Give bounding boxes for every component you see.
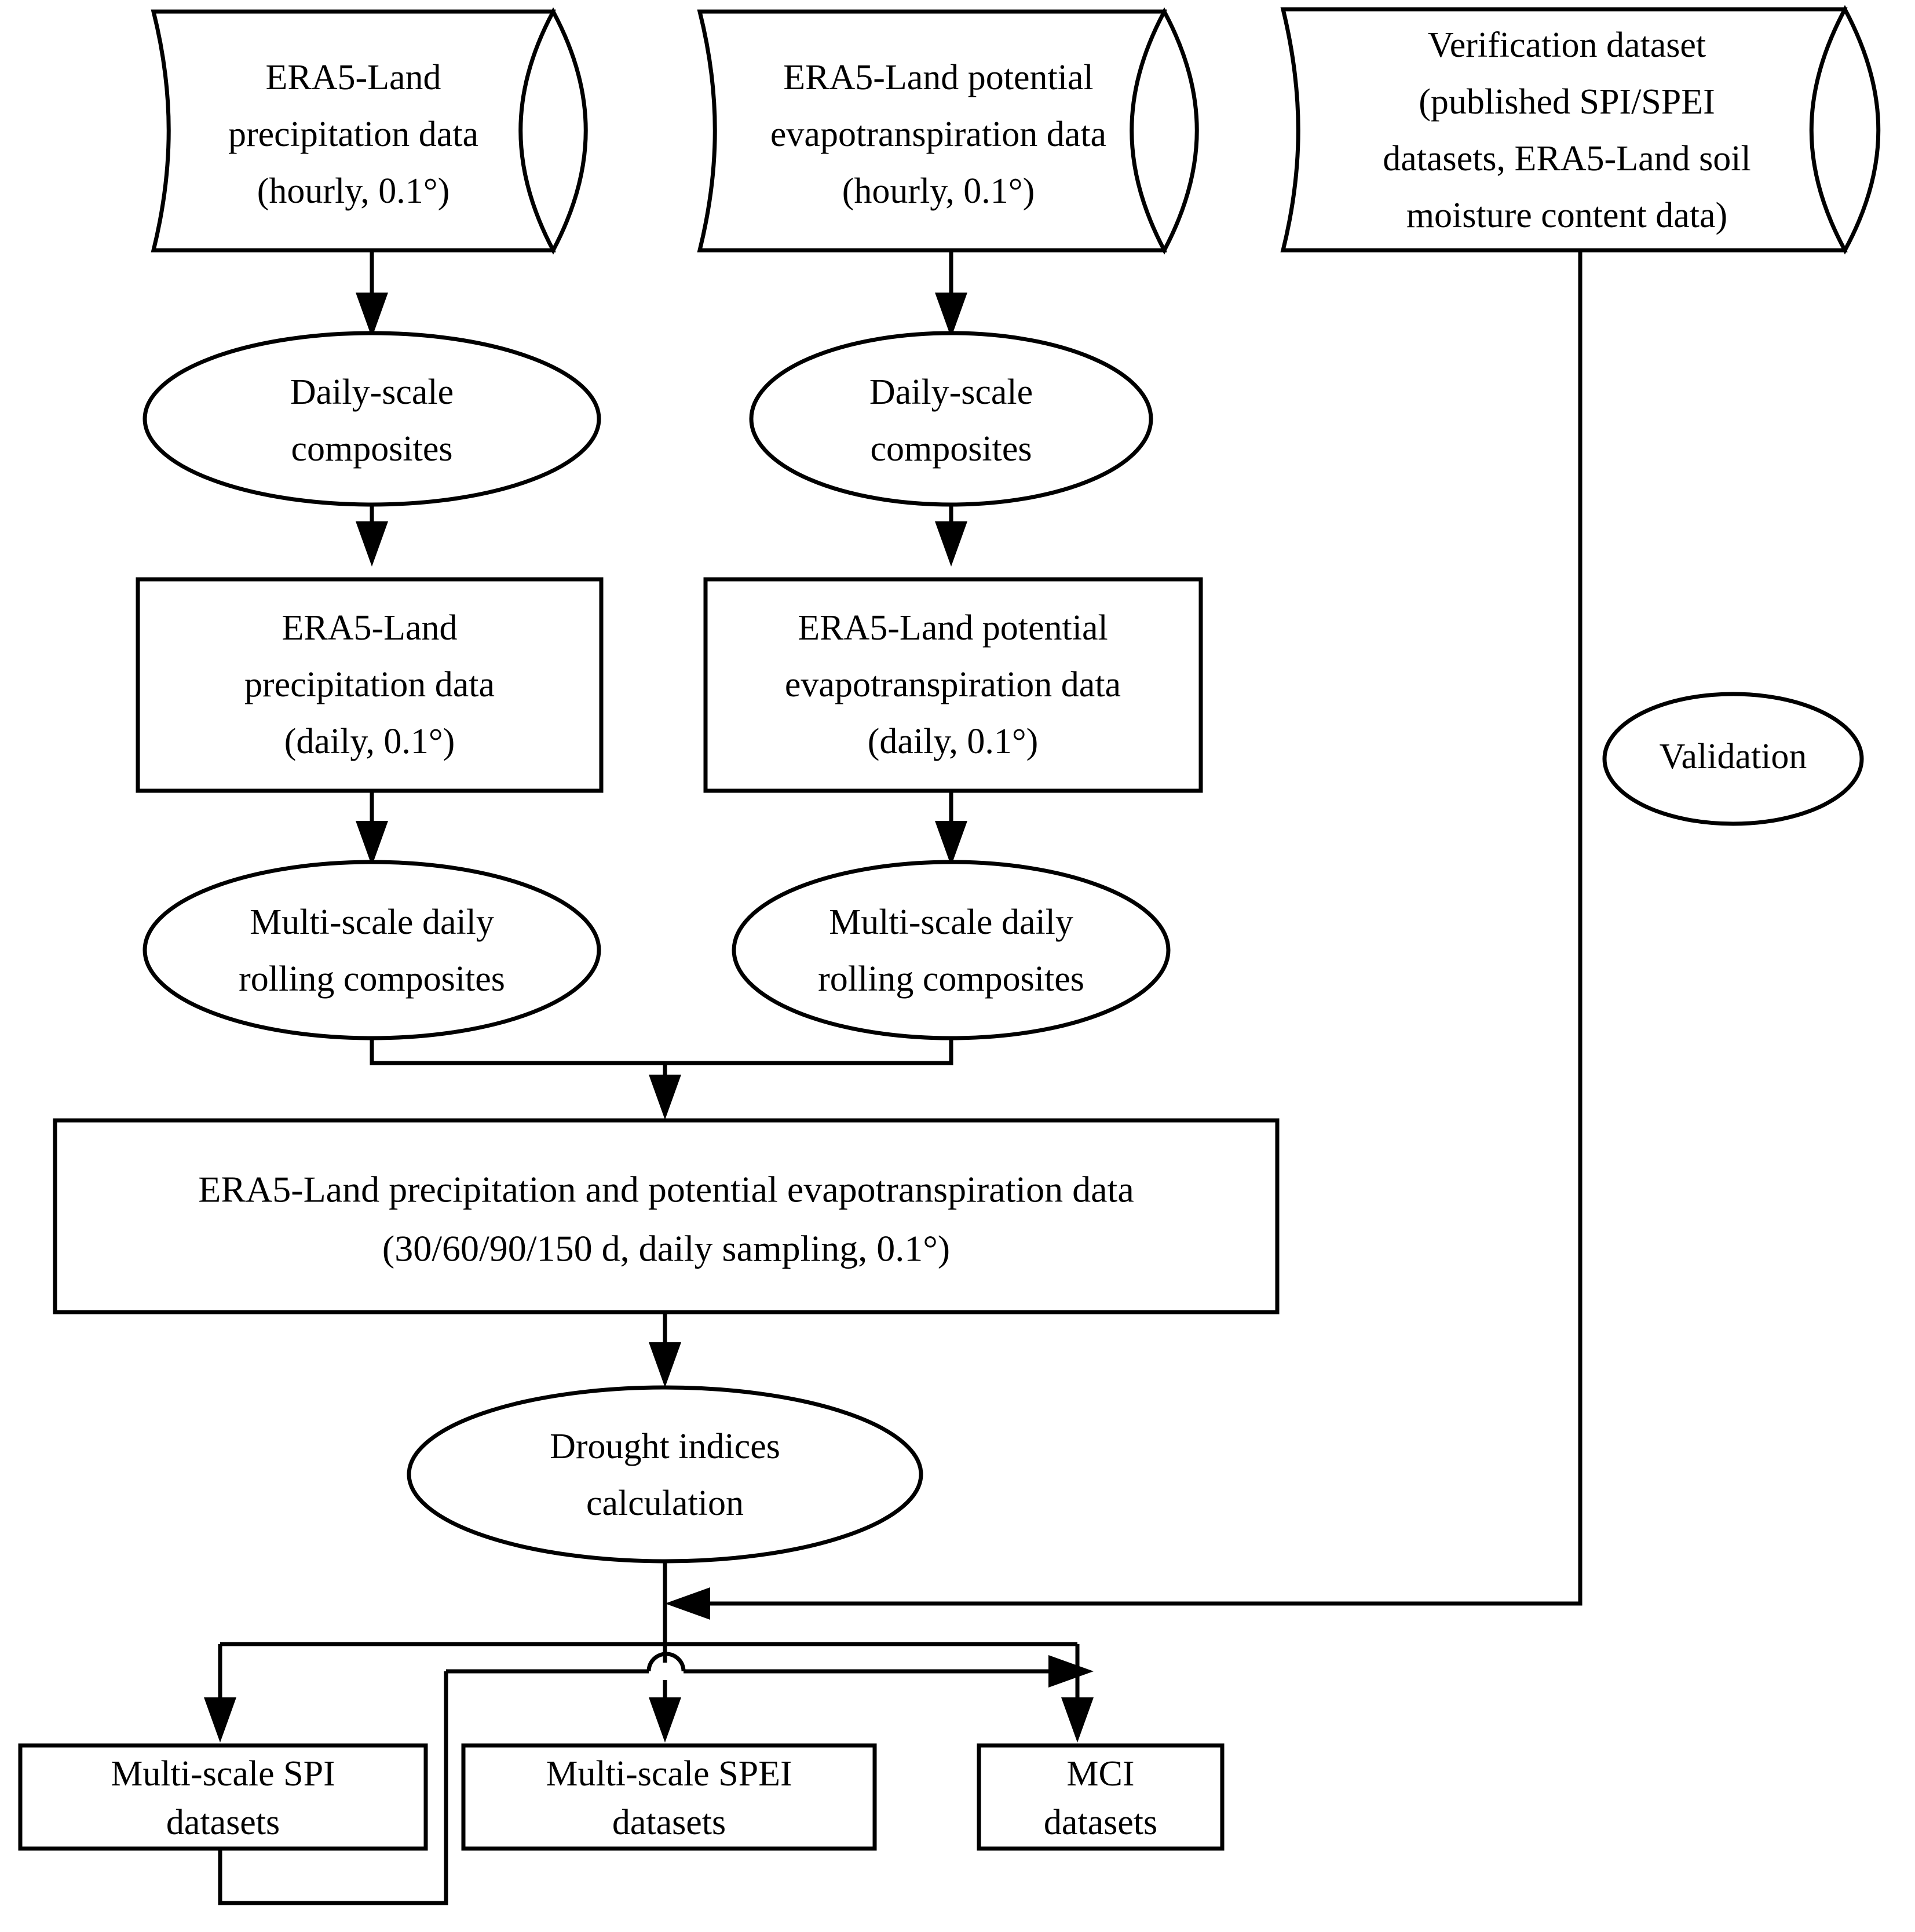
ellipse-rolling-right-line-0: Multi-scale daily (829, 903, 1073, 942)
cylinder-precip-hourly-line-0: ERA5-Land (265, 58, 441, 97)
cylinder-pet-hourly-line-2: (hourly, 0.1°) (842, 171, 1035, 211)
edge-precip-hourly-to-daily-composites (356, 250, 388, 338)
cylinder-precip-hourly-line-2: (hourly, 0.1°) (257, 171, 449, 211)
box-combined-data-line-1: (30/60/90/150 d, daily sampling, 0.1°) (382, 1228, 950, 1269)
box-spi-line-1: datasets (166, 1803, 280, 1842)
node-ellipse-rolling-right: Multi-scale daily rolling composites (732, 860, 1171, 1040)
edge-drought-indices-to-datasets (204, 1642, 1094, 1743)
box-mci-line-0: MCI (1066, 1754, 1134, 1794)
cylinder-pet-hourly-line-0: ERA5-Land potential (783, 58, 1093, 97)
ellipse-daily-composites-right-line-1: composites (871, 429, 1032, 469)
node-box-combined-data: ERA5-Land precipitation and potential ev… (53, 1118, 1280, 1314)
edge-daily-composites-to-precip-daily (356, 504, 388, 567)
edge-pet-hourly-to-daily-composites (935, 250, 967, 338)
cylinder-verification-line-1: (published SPI/SPEI (1419, 82, 1715, 122)
box-pet-daily-line-2: (daily, 0.1°) (868, 722, 1039, 761)
box-combined-data-line-0: ERA5-Land precipitation and potential ev… (198, 1169, 1134, 1210)
ellipse-daily-composites-left-line-0: Daily-scale (290, 372, 454, 412)
node-cylinder-pet-hourly: ERA5-Land potential evapotranspiration d… (697, 7, 1199, 255)
edge-drought-indices-stem (649, 1558, 681, 1743)
ellipse-daily-composites-right-line-0: Daily-scale (869, 372, 1033, 412)
ellipse-rolling-left-line-0: Multi-scale daily (250, 903, 494, 942)
edge-verification-to-drought-indices (665, 250, 1583, 1620)
edge-combined-box-to-drought-indices (649, 1312, 681, 1387)
cylinder-verification-line-0: Verification dataset (1428, 25, 1706, 65)
cylinder-verification-line-2: datasets, ERA5-Land soil (1383, 139, 1750, 178)
box-spi-line-0: Multi-scale SPI (111, 1754, 335, 1794)
ellipse-daily-composites-left-line-1: composites (291, 429, 453, 469)
cylinder-pet-hourly-line-1: evapotranspiration data (770, 115, 1106, 154)
box-pet-daily-line-1: evapotranspiration data (785, 665, 1121, 704)
cylinder-precip-hourly-line-1: precipitation data (228, 115, 478, 154)
node-ellipse-daily-composites-left: Daily-scale composites (142, 331, 601, 507)
node-ellipse-drought-indices: Drought indices calculation (407, 1385, 923, 1564)
ellipse-rolling-right-line-1: rolling composites (818, 959, 1084, 999)
node-ellipse-daily-composites-right: Daily-scale composites (749, 331, 1153, 507)
node-cylinder-verification: Verification dataset (published SPI/SPEI… (1280, 5, 1881, 255)
box-precip-daily-line-1: precipitation data (244, 665, 495, 704)
ellipse-drought-indices-line-0: Drought indices (550, 1427, 780, 1466)
ellipse-drought-indices-line-1: calculation (586, 1484, 744, 1523)
edge-spi-feedback-loop (218, 1652, 1094, 1905)
box-mci-line-1: datasets (1044, 1803, 1157, 1842)
node-ellipse-rolling-left: Multi-scale daily rolling composites (142, 860, 601, 1040)
node-box-precip-daily: ERA5-Land precipitation data (daily, 0.1… (136, 577, 604, 793)
edge-daily-composites-to-pet-daily (935, 504, 967, 567)
node-box-mci: MCI datasets (977, 1743, 1225, 1851)
node-box-pet-daily: ERA5-Land potential evapotranspiration d… (703, 577, 1203, 793)
box-precip-daily-line-2: (daily, 0.1°) (284, 722, 455, 761)
box-pet-daily-line-0: ERA5-Land potential (798, 608, 1108, 648)
ellipse-validation-line-0: Validation (1660, 737, 1807, 776)
box-precip-daily-line-0: ERA5-Land (282, 608, 457, 648)
edge-pet-daily-to-rolling-right (935, 791, 967, 866)
node-cylinder-precip-hourly: ERA5-Land precipitation data (hourly, 0.… (151, 7, 588, 255)
node-box-spei: Multi-scale SPEI datasets (461, 1743, 877, 1851)
ellipse-rolling-left-line-1: rolling composites (239, 959, 505, 999)
node-ellipse-validation: Validation (1602, 692, 1864, 826)
box-spei-line-0: Multi-scale SPEI (546, 1754, 792, 1794)
edge-rolling-merge-to-combined-box (370, 1037, 953, 1120)
node-box-spi: Multi-scale SPI datasets (18, 1743, 428, 1851)
cylinder-verification-line-3: moisture content data) (1406, 196, 1727, 235)
edge-precip-daily-to-rolling-left (356, 791, 388, 866)
box-spei-line-1: datasets (612, 1803, 726, 1842)
